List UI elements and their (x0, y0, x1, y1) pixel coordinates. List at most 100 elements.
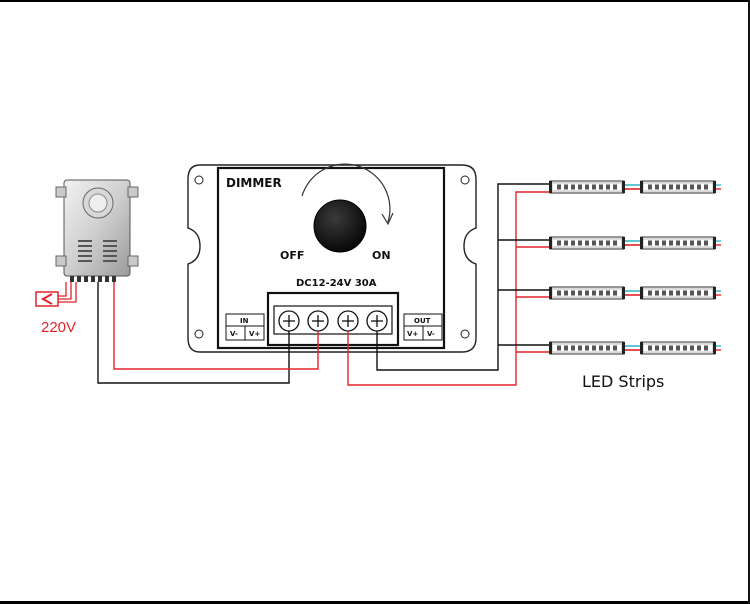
mount-tab (55, 186, 67, 198)
led-chip-icon (571, 290, 575, 296)
led-chip-icon (676, 240, 680, 246)
led-chip-icon (578, 240, 582, 246)
led-strip-segment (549, 236, 625, 250)
led-chip-icon (599, 290, 603, 296)
in-minus-label: V- (230, 330, 238, 338)
led-strip-segment (640, 236, 716, 250)
strip-connector (625, 290, 640, 296)
psu-terminals (70, 276, 116, 282)
led-strip-row (549, 341, 721, 355)
led-chip-icon (662, 240, 666, 246)
on-label: ON (372, 249, 391, 262)
led-chip-icon (578, 345, 582, 351)
right-border (748, 0, 750, 604)
off-label: OFF (280, 249, 304, 262)
led-chip-icon (655, 290, 659, 296)
led-chip-icon (613, 240, 617, 246)
led-chip-icon (599, 240, 603, 246)
led-chip-icon (557, 184, 561, 190)
led-chip-icon (571, 345, 575, 351)
led-chip-icon (676, 184, 680, 190)
led-chip-icon (592, 184, 596, 190)
output-wire-positive (347, 191, 550, 386)
mount-tab (127, 255, 139, 267)
led-chip-icon (606, 240, 610, 246)
input-wire-positive (113, 282, 319, 370)
led-strip-segment (640, 341, 716, 355)
led-chip-icon (648, 345, 652, 351)
input-wires (97, 282, 319, 384)
led-chip-icon (648, 240, 652, 246)
in-plus-label: V+ (249, 330, 260, 338)
led-strip-segment (549, 341, 625, 355)
led-chip-icon (592, 240, 596, 246)
led-chip-icon (690, 290, 694, 296)
out-plus-label: V+ (407, 330, 418, 338)
in-label: IN (240, 317, 249, 325)
rotate-arrow-icon (381, 212, 394, 226)
led-strip-segment (549, 286, 625, 300)
vent-icon (78, 240, 117, 262)
led-chip-icon (697, 345, 701, 351)
led-chip-icon (564, 345, 568, 351)
led-chip-icon (697, 290, 701, 296)
led-chip-icon (690, 184, 694, 190)
led-strip-row (549, 180, 721, 194)
dimmer-module: DIMMER OFF ON DC12-24V 30A (187, 163, 477, 353)
strip-tail (716, 290, 721, 296)
dimmer-knob[interactable] (313, 199, 367, 253)
output-wires (347, 183, 550, 386)
strip-connector (625, 240, 640, 246)
out-label: OUT (414, 317, 431, 325)
strip-tail (716, 184, 721, 190)
input-wire-negative (97, 282, 290, 384)
led-chip-icon (662, 184, 666, 190)
led-chip-icon (669, 290, 673, 296)
led-chip-icon (676, 290, 680, 296)
led-chip-icon (704, 290, 708, 296)
led-chip-icon (676, 345, 680, 351)
led-chip-icon (690, 345, 694, 351)
led-chip-icon (683, 345, 687, 351)
bottom-border (0, 601, 750, 604)
psu-dial-inner (88, 193, 108, 213)
plug-arrow-icon (40, 293, 53, 305)
led-chip-icon (669, 184, 673, 190)
out-minus-label: V- (427, 330, 435, 338)
led-chip-icon (578, 184, 582, 190)
led-chip-icon (564, 290, 568, 296)
led-chip-icon (585, 290, 589, 296)
led-chip-icon (683, 290, 687, 296)
led-strip-segment (640, 286, 716, 300)
led-chip-icon (683, 240, 687, 246)
led-chip-icon (599, 184, 603, 190)
led-chip-icon (669, 240, 673, 246)
screw-icon (278, 310, 300, 332)
ac-plug (35, 282, 77, 307)
led-strips-label: LED Strips (582, 372, 664, 391)
led-chip-icon (655, 240, 659, 246)
output-label-box: OUT V+ V- (403, 313, 443, 341)
screw-hole-icon (194, 329, 204, 339)
led-chip-icon (690, 240, 694, 246)
led-chip-icon (704, 184, 708, 190)
strip-tail (716, 240, 721, 246)
led-chip-icon (613, 290, 617, 296)
screw-icon (307, 310, 329, 332)
led-chip-icon (571, 184, 575, 190)
screw-hole-icon (460, 175, 470, 185)
output-wire-negative (376, 183, 550, 371)
screw-hole-icon (194, 175, 204, 185)
led-chip-icon (606, 290, 610, 296)
top-border (0, 0, 750, 2)
led-chip-icon (592, 345, 596, 351)
led-chip-icon (648, 290, 652, 296)
screw-icon (337, 310, 359, 332)
led-chip-icon (613, 184, 617, 190)
rating-label: DC12-24V 30A (296, 278, 377, 289)
led-chip-icon (571, 240, 575, 246)
mount-tab (55, 255, 67, 267)
led-chip-icon (592, 290, 596, 296)
